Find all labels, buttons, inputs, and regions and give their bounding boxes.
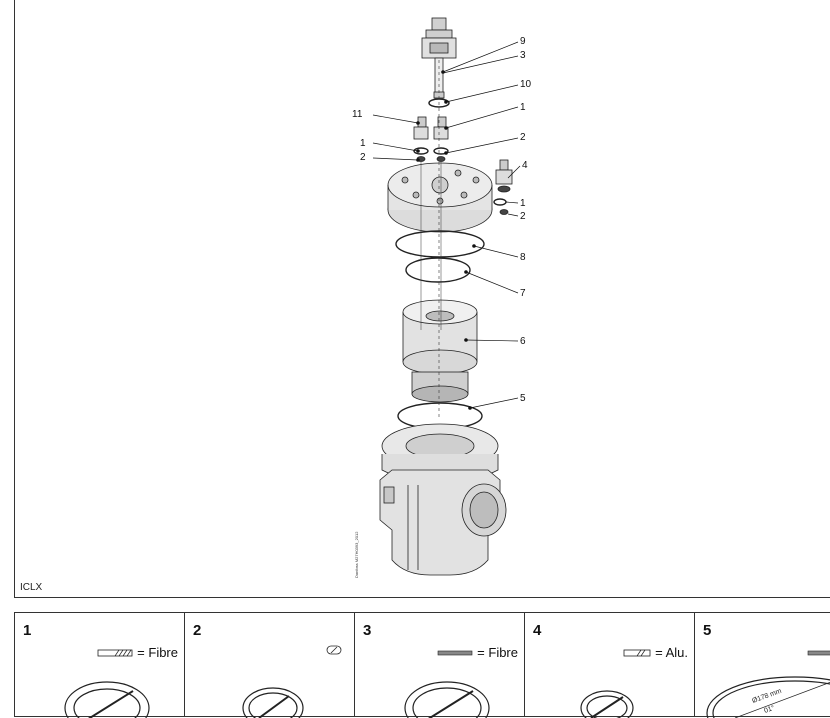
callout-1b: 1 — [360, 138, 366, 149]
diagram-frame — [14, 0, 830, 598]
legend-number: 1 — [23, 622, 32, 639]
legend-material — [326, 645, 348, 655]
exploded-view-drawing: 9 3 10 11 1 2 1 2 4 1 2 8 7 6 5 Danfoss … — [352, 17, 532, 578]
top-cover — [387, 162, 493, 233]
large-gasket-icon: Ø178 mm 01° — [706, 676, 830, 718]
leader-dots — [416, 70, 476, 410]
hatched-gasket-icon — [97, 649, 133, 656]
legend-number: 3 — [363, 622, 372, 639]
callout-2c: 2 — [520, 211, 526, 222]
callout-8: 8 — [520, 252, 526, 263]
pilot-top-assembly — [421, 17, 457, 99]
figure-label: ICLX — [20, 582, 43, 593]
valve-body — [379, 423, 507, 576]
pilot-valve-10 — [433, 116, 449, 162]
fibre-ring-icon — [404, 681, 490, 718]
legend-material: = F — [807, 645, 830, 660]
leader-lines — [372, 41, 521, 409]
flat-gasket-icon — [437, 650, 473, 655]
o-ring-section-icon — [326, 645, 342, 655]
callout-1c: 1 — [520, 198, 526, 209]
alu-gasket-icon — [623, 649, 651, 656]
legend-number: 2 — [193, 622, 202, 639]
function-insert-6 — [402, 299, 478, 403]
callout-7: 7 — [520, 288, 526, 299]
legend-material: = Fibre — [437, 645, 518, 660]
o-ring-icon — [242, 687, 304, 718]
gasket-legend-table: 1 = Fibre 2 3 = Fibre 4 = Alu. 5 — [14, 612, 830, 718]
callout-4: 4 — [522, 160, 528, 171]
callout-9: 9 — [520, 36, 526, 47]
callout-11: 11 — [352, 109, 363, 120]
legend-cell-5: 5 = F Ø178 mm 01° — [694, 612, 830, 718]
angle-label: 01° — [763, 704, 776, 715]
callout-2a: 2 — [520, 132, 526, 143]
fibre-ring-icon — [64, 681, 150, 718]
drawing-code: Danfoss M27H0393_2012 — [354, 531, 359, 578]
plug-4 — [493, 159, 513, 215]
flat-gasket-icon — [807, 650, 830, 655]
legend-cell-3: 3 = Fibre — [354, 612, 524, 718]
legend-number: 4 — [533, 622, 542, 639]
alu-ring-icon — [580, 690, 634, 718]
legend-material: = Alu. — [623, 645, 688, 660]
legend-cell-4: 4 = Alu. — [524, 612, 694, 718]
diameter-label: Ø178 mm — [751, 688, 782, 705]
legend-cell-2: 2 — [184, 612, 354, 718]
legend-number: 5 — [703, 622, 712, 639]
callout-3: 3 — [520, 50, 526, 61]
callout-2b: 2 — [360, 152, 366, 163]
callout-5: 5 — [520, 393, 526, 404]
callout-6: 6 — [520, 336, 526, 347]
callout-10: 10 — [520, 79, 532, 90]
callout-1a: 1 — [520, 102, 526, 113]
legend-material: = Fibre — [97, 645, 178, 660]
o-ring-7 — [405, 257, 471, 283]
legend-cell-1: 1 = Fibre — [14, 612, 184, 718]
o-ring-8 — [395, 230, 485, 258]
pilot-valve-11 — [413, 116, 429, 162]
